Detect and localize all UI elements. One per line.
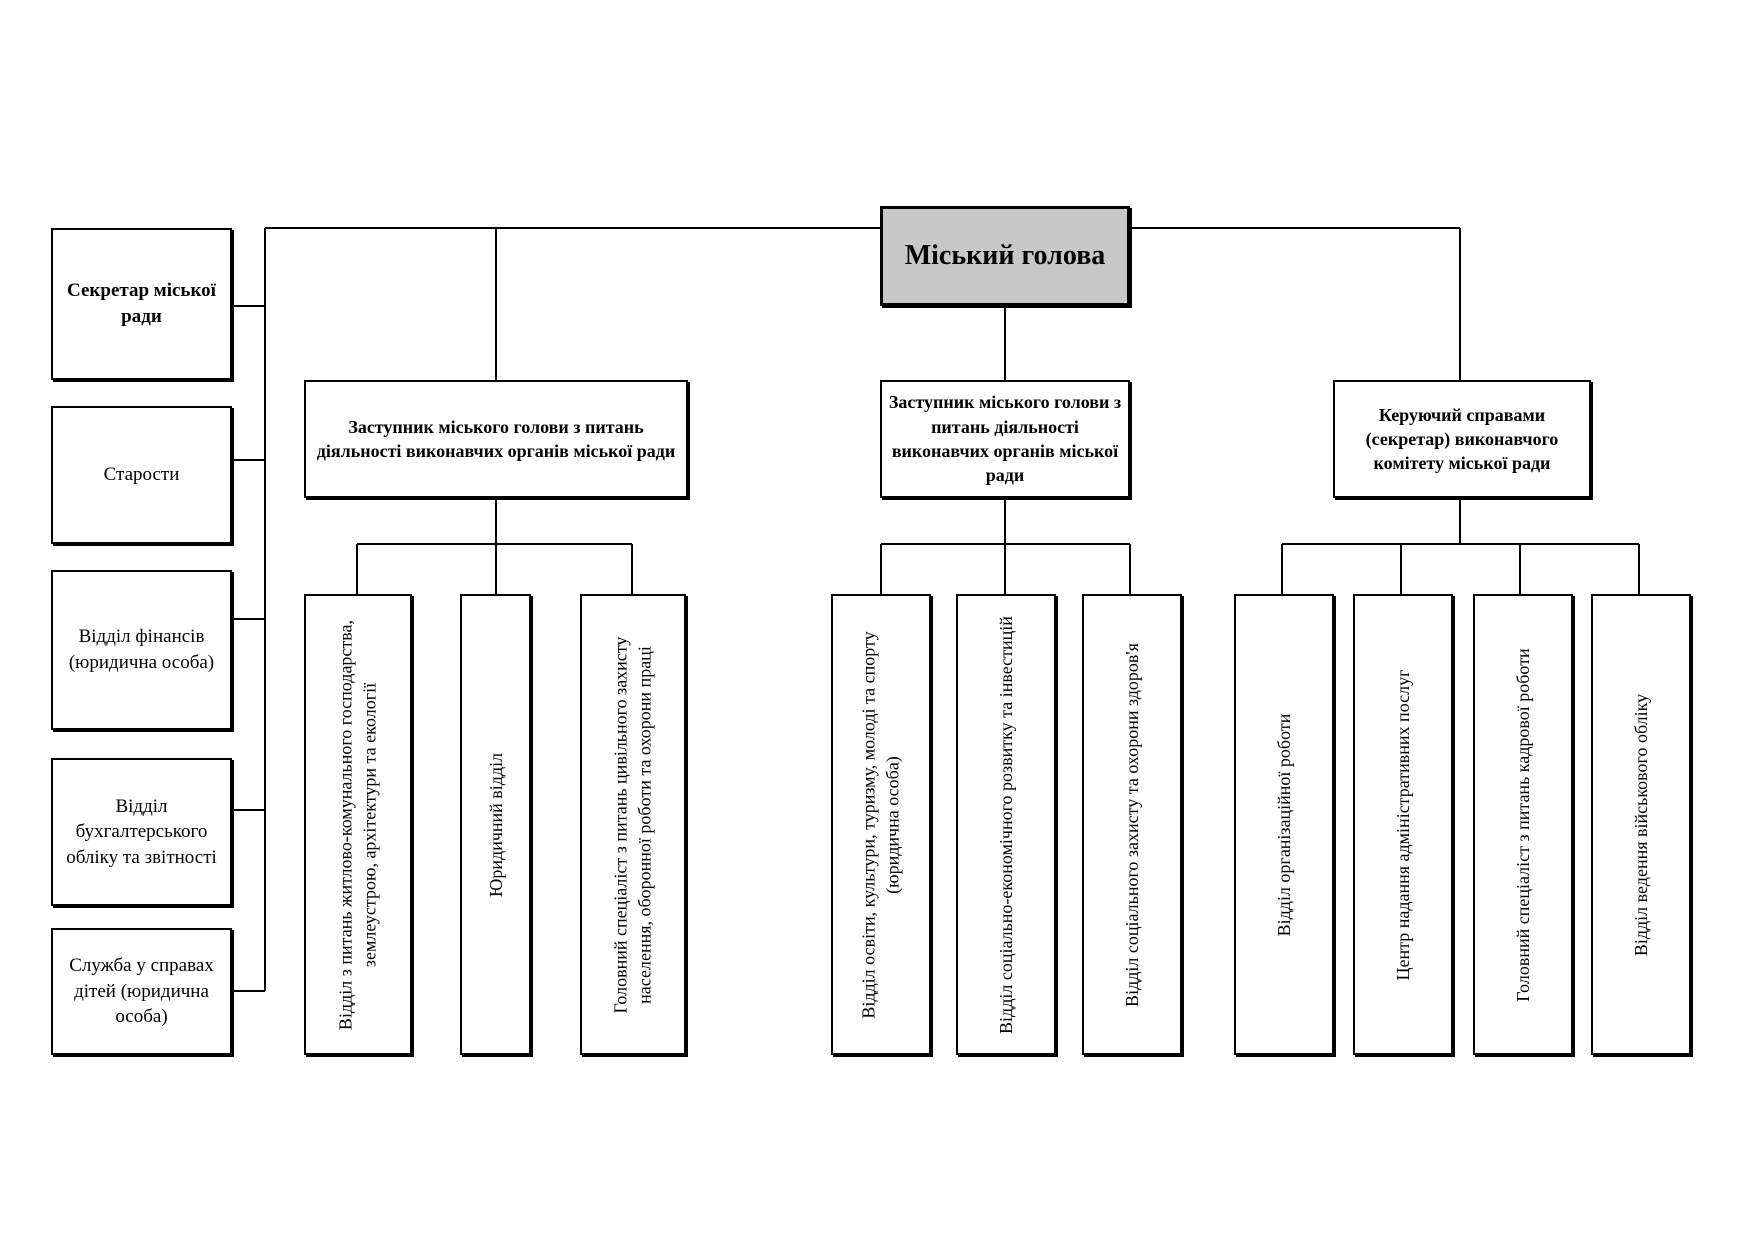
unit-label: Відділ з питань житлово-комунального гос…: [335, 619, 380, 1030]
unit-social-protection: Відділ соціального захисту та охорони зд…: [1082, 594, 1182, 1055]
managing-affairs-box: Керуючий справами (секретар) виконавчого…: [1333, 380, 1591, 498]
unit-label: Головний спеціаліст з питань цивільного …: [610, 636, 655, 1013]
unit-label: Відділ соціального захисту та охорони зд…: [1121, 642, 1142, 1007]
left-unit-label: Відділ фінансів (юридична особа): [68, 626, 215, 673]
unit-label: Відділ освіти, культури, туризму, молоді…: [858, 630, 903, 1019]
left-unit-finance: Відділ фінансів (юридична особа): [51, 570, 232, 730]
unit-label: Відділ організаційної роботи: [1273, 713, 1294, 936]
deputy-box-2: Заступник міського голови з питань діяль…: [880, 380, 1130, 498]
unit-label: Головний спеціаліст з питань кадрової ро…: [1512, 647, 1533, 1002]
left-unit-label: Служба у справах дітей (юридична особа): [69, 955, 214, 1028]
left-unit-label: Секретар міської ради: [67, 280, 216, 327]
left-unit-starosty: Старости: [51, 406, 232, 544]
unit-housing-communal: Відділ з питань житлово-комунального гос…: [304, 594, 412, 1055]
unit-legal: Юридичний відділ: [460, 594, 531, 1055]
unit-hr-specialist: Головний спеціаліст з питань кадрової ро…: [1473, 594, 1573, 1055]
unit-label: Відділ ведення військового обліку: [1630, 693, 1651, 956]
mayor-title: Міський голова: [904, 240, 1106, 272]
left-unit-children-service: Служба у справах дітей (юридична особа): [51, 928, 232, 1055]
unit-socio-economic: Відділ соціально-економічного розвитку т…: [956, 594, 1056, 1055]
unit-label: Юридичний відділ: [485, 752, 506, 897]
unit-education-culture: Відділ освіти, культури, туризму, молоді…: [831, 594, 931, 1055]
left-unit-secretary: Секретар міської ради: [51, 228, 232, 380]
left-unit-label: Відділ бухгалтерського обліку та звітнос…: [66, 795, 217, 868]
left-unit-label: Старости: [103, 464, 180, 486]
left-unit-accounting: Відділ бухгалтерського обліку та звітнос…: [51, 758, 232, 906]
unit-admin-services-center: Центр надання адміністративних послуг: [1353, 594, 1453, 1055]
managing-affairs-title: Керуючий справами (секретар) виконавчого…: [1365, 404, 1559, 474]
deputy-title-1: Заступник міського голови з питань діяль…: [316, 416, 676, 461]
unit-label: Центр надання адміністративних послуг: [1392, 669, 1413, 980]
unit-civil-protection-specialist: Головний спеціаліст з питань цивільного …: [580, 594, 686, 1055]
deputy-box-1: Заступник міського голови з питань діяль…: [304, 380, 688, 498]
unit-label: Відділ соціально-економічного розвитку т…: [995, 615, 1016, 1034]
unit-military-registration: Відділ ведення військового обліку: [1591, 594, 1691, 1055]
unit-organizational: Відділ організаційної роботи: [1234, 594, 1334, 1055]
deputy-title-2: Заступник міського голови з питань діяль…: [888, 392, 1122, 486]
mayor-box: Міський голова: [880, 206, 1130, 306]
